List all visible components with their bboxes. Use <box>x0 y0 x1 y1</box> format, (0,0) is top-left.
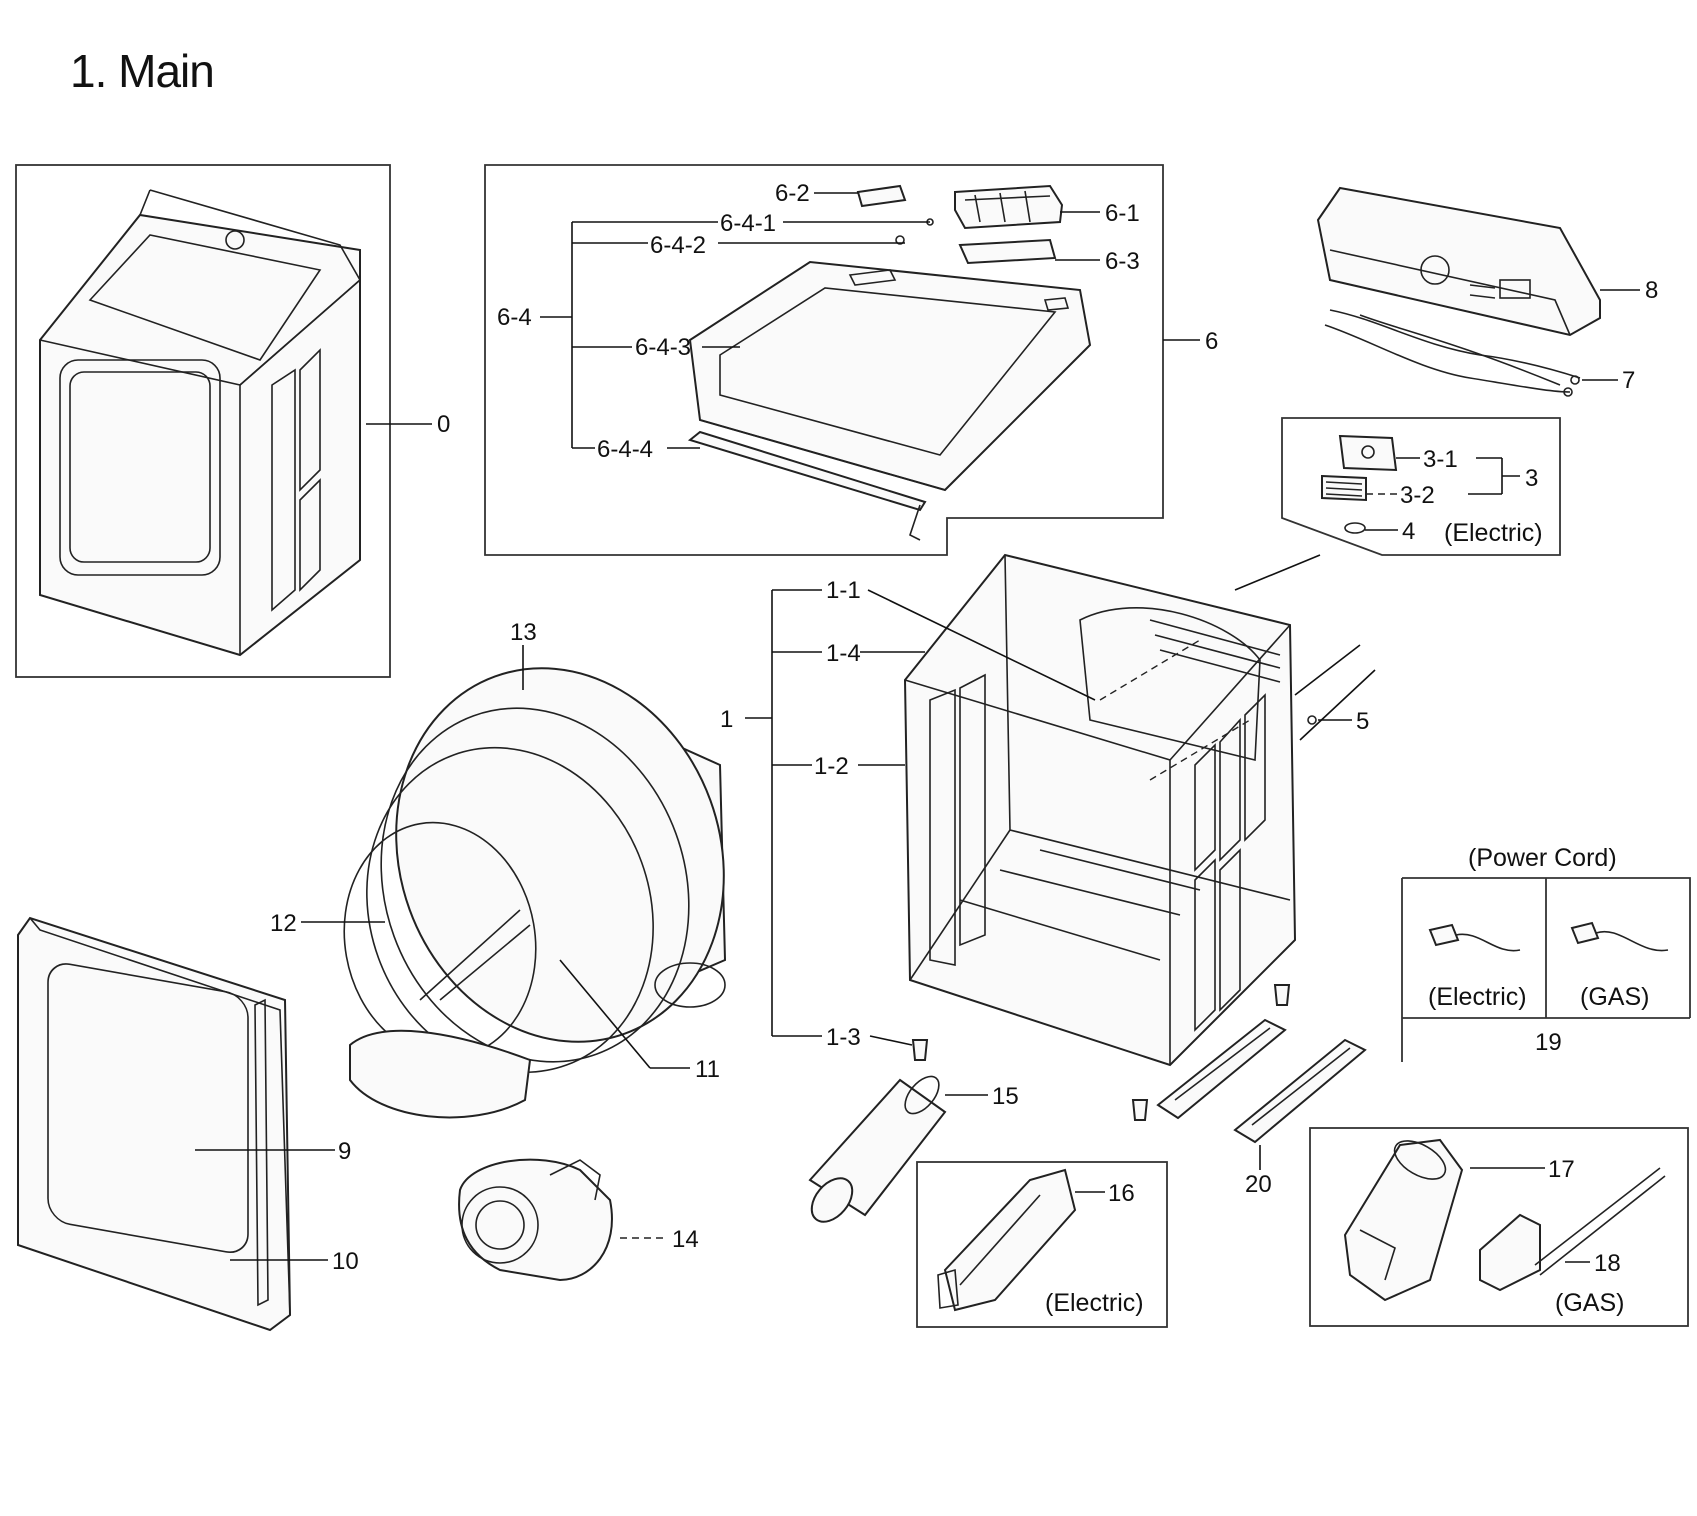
label-8: 8 <box>1645 277 1658 304</box>
label-1-2: 1-2 <box>814 753 849 780</box>
part-1-cabinet: 1 1-1 1-4 1-2 1-3 <box>720 553 1297 1121</box>
label-18: 18 <box>1594 1250 1621 1277</box>
label-3-2: 3-2 <box>1400 482 1435 509</box>
part-14-blower: 14 <box>458 1158 699 1282</box>
part-9-10-door: 9 10 <box>17 916 359 1332</box>
label-1: 1 <box>720 706 733 733</box>
label-13: 13 <box>510 619 537 646</box>
label-3: 3 <box>1525 465 1538 492</box>
part-3-electric-kit: 3-1 3 3-2 4 (Electric) <box>1234 417 1561 591</box>
label-9: 9 <box>338 1138 351 1165</box>
label-19: 19 <box>1535 1029 1562 1056</box>
label-6: 6 <box>1205 328 1218 355</box>
caption-power-cord-gas: (GAS) <box>1580 983 1649 1011</box>
frame-part-16 <box>916 1161 1168 1328</box>
label-1-4: 1-4 <box>826 640 861 667</box>
part-17-18-gas-burner: 17 18 (GAS) <box>1309 1127 1689 1327</box>
part-8-control-panel: 8 <box>1316 186 1658 337</box>
label-16: 16 <box>1108 1180 1135 1207</box>
frame-part-3 <box>1281 417 1561 556</box>
label-6-1: 6-1 <box>1105 200 1140 227</box>
part-7-wire-harness: 7 <box>1324 309 1635 397</box>
caption-power-cord: (Power Cord) <box>1468 844 1617 872</box>
label-15: 15 <box>992 1083 1019 1110</box>
label-10: 10 <box>332 1248 359 1275</box>
caption-power-cord-electric: (Electric) <box>1428 983 1527 1011</box>
label-5: 5 <box>1356 708 1369 735</box>
label-6-4: 6-4 <box>497 304 532 331</box>
part-19-power-cord: (Power Cord) (Electric) (GAS) 19 <box>1401 844 1691 1062</box>
label-3-1: 3-1 <box>1423 446 1458 473</box>
part-11-12-13-drum: 12 11 13 <box>270 619 727 1119</box>
frame-part-17-18 <box>1309 1127 1689 1327</box>
label-20: 20 <box>1245 1171 1272 1198</box>
part-0-dryer-assembly: 0 <box>15 164 450 678</box>
label-12: 12 <box>270 910 297 937</box>
caption-heater-electric: (Electric) <box>1045 1289 1144 1317</box>
label-6-4-2: 6-4-2 <box>650 232 706 259</box>
label-11: 11 <box>695 1056 720 1083</box>
label-17: 17 <box>1548 1156 1575 1183</box>
label-6-2: 6-2 <box>775 180 810 207</box>
part-5-screw: 5 <box>1294 644 1376 741</box>
label-1-1: 1-1 <box>826 577 861 604</box>
label-6-4-1: 6-4-1 <box>720 210 776 237</box>
label-7: 7 <box>1622 367 1635 394</box>
part-20-base-rails: 20 <box>1156 1018 1367 1198</box>
caption-electric-kit: (Electric) <box>1444 519 1543 547</box>
label-14: 14 <box>672 1226 699 1253</box>
label-6-4-3: 6-4-3 <box>635 334 691 361</box>
part-15-exhaust-duct: 15 <box>808 1075 1019 1223</box>
part-6-top-cover-group: 6-2 6-4-1 6-4-2 6-4 6-4-3 6-4-4 6-1 6-3 … <box>484 164 1218 556</box>
frame-part-19 <box>1401 877 1691 1062</box>
caption-gas-burner: (GAS) <box>1555 1289 1624 1317</box>
label-6-3: 6-3 <box>1105 248 1140 275</box>
label-1-3: 1-3 <box>826 1024 861 1051</box>
frame-part-6 <box>484 164 1164 556</box>
label-0: 0 <box>437 411 450 438</box>
frame-part-0 <box>15 164 391 678</box>
part-16-electric-heater: 16 (Electric) <box>916 1161 1168 1328</box>
label-4: 4 <box>1402 518 1415 545</box>
page-title: 1. Main <box>70 45 215 97</box>
label-6-4-4: 6-4-4 <box>597 436 653 463</box>
